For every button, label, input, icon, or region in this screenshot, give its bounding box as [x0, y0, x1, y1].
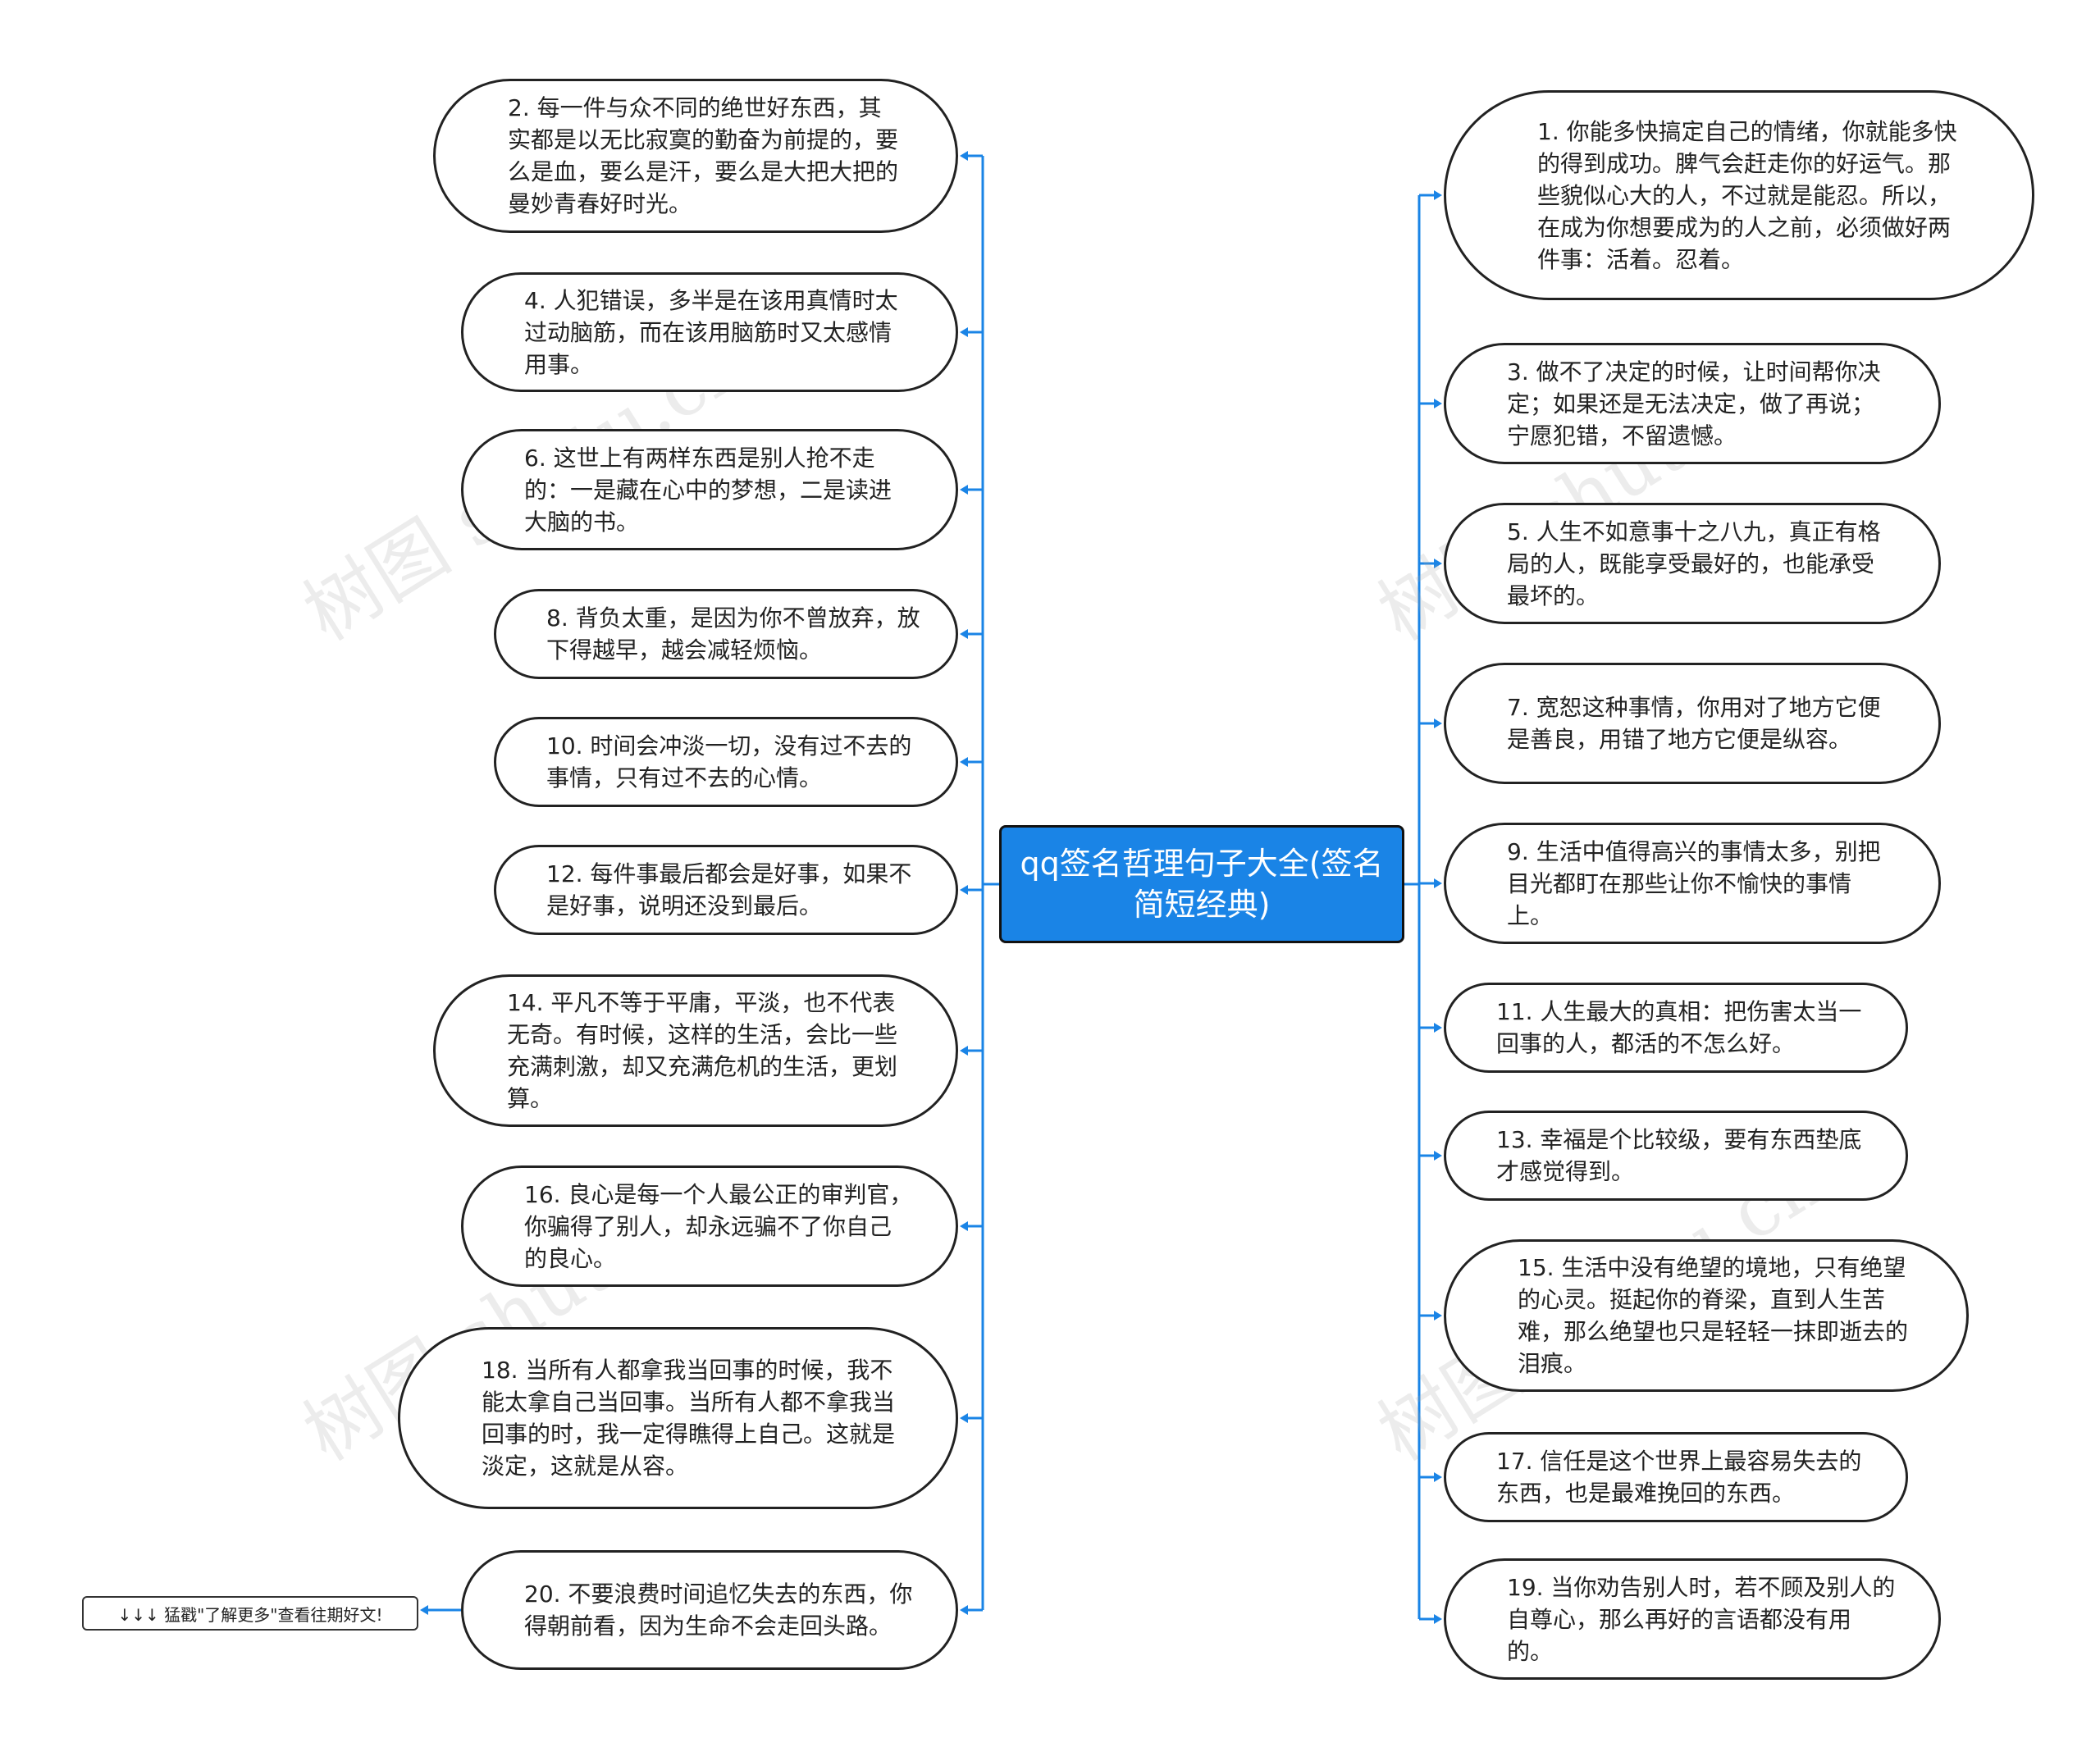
right-branch-arrow	[1434, 1151, 1442, 1161]
topic-node-11[interactable]: 11. 人生最大的真相：把伤害太当一回事的人，都活的不怎么好。	[1444, 983, 1908, 1073]
topic-text: 6. 这世上有两样东西是别人抢不走的：一是藏在心中的梦想，二是读进大脑的书。	[524, 444, 892, 536]
topic-node-3[interactable]: 3. 做不了决定的时候，让时间帮你决定；如果还是无法决定，做了再说；宁愿犯错，不…	[1444, 343, 1941, 464]
right-branch-arrow	[1434, 718, 1442, 728]
left-branch-arrow	[960, 1605, 968, 1615]
topic-text: 12. 每件事最后都会是好事，如果不是好事，说明还没到最后。	[546, 860, 912, 919]
right-branch-arrow	[1434, 1311, 1442, 1321]
topic-node-20[interactable]: 20. 不要浪费时间追忆失去的东西，你得朝前看，因为生命不会走回头路。	[461, 1550, 958, 1670]
topic-node-17[interactable]: 17. 信任是这个世界上最容易失去的东西，也是最难挽回的东西。	[1444, 1432, 1908, 1522]
right-branch-arrow	[1434, 190, 1442, 200]
right-branch-arrow	[1434, 559, 1442, 568]
more-link-box[interactable]: ↓↓↓ 猛戳"了解更多"查看往期好文!	[82, 1596, 418, 1631]
left-branch-arrow	[960, 885, 968, 895]
left-branch-arrow	[960, 1046, 968, 1056]
right-branch-arrow	[1434, 1614, 1442, 1624]
topic-text: 19. 当你劝告别人时，若不顾及别人的自尊心，那么再好的言语都没有用的。	[1507, 1573, 1896, 1665]
topic-text: 10. 时间会冲淡一切，没有过不去的事情，只有过不去的心情。	[546, 732, 912, 791]
topic-node-9[interactable]: 9. 生活中值得高兴的事情太多，别把目光都盯在那些让你不愉快的事情上。	[1444, 823, 1941, 944]
left-branch-arrow	[960, 629, 968, 639]
topic-text: 11. 人生最大的真相：把伤害太当一回事的人，都活的不怎么好。	[1496, 998, 1862, 1057]
topic-node-1[interactable]: 1. 你能多快搞定自己的情绪，你就能多快的得到成功。脾气会赶走你的好运气。那些貌…	[1444, 90, 2034, 300]
root-topic-node[interactable]: qq签名哲理句子大全(签名简短经典)	[999, 825, 1404, 943]
topic-text: 8. 背负太重，是因为你不曾放弃，放下得越早，越会减轻烦恼。	[546, 604, 920, 664]
left-branch-arrow	[960, 485, 968, 495]
left-branch-arrow	[960, 757, 968, 767]
topic-text: 18. 当所有人都拿我当回事的时候，我不能太拿自己当回事。当所有人都不拿我当回事…	[482, 1357, 896, 1480]
topic-node-10[interactable]: 10. 时间会冲淡一切，没有过不去的事情，只有过不去的心情。	[494, 717, 958, 807]
right-branch-arrow	[1434, 878, 1442, 888]
left-branch-arrow	[960, 1221, 968, 1231]
topic-text: 5. 人生不如意事十之八九，真正有格局的人，既能享受最好的，也能承受最坏的。	[1507, 518, 1881, 609]
topic-node-6[interactable]: 6. 这世上有两样东西是别人抢不走的：一是藏在心中的梦想，二是读进大脑的书。	[461, 429, 958, 550]
topic-text: 7. 宽恕这种事情，你用对了地方它便是善良，用错了地方它便是纵容。	[1507, 694, 1881, 753]
topic-node-13[interactable]: 13. 幸福是个比较级，要有东西垫底才感觉得到。	[1444, 1111, 1908, 1201]
right-branch-arrow	[1434, 1023, 1442, 1033]
right-branch-arrow	[1434, 1472, 1442, 1482]
topic-text: 9. 生活中值得高兴的事情太多，别把目光都盯在那些让你不愉快的事情上。	[1507, 837, 1881, 929]
topic-text: 16. 良心是每一个人最公正的审判官，你骗得了别人，却永远骗不了你自己的良心。	[524, 1180, 913, 1272]
topic-text: 14. 平凡不等于平庸，平淡，也不代表无奇。有时候，这样的生活，会比一些充满刺激…	[507, 989, 898, 1112]
topic-node-14[interactable]: 14. 平凡不等于平庸，平淡，也不代表无奇。有时候，这样的生活，会比一些充满刺激…	[433, 974, 958, 1127]
topic-text: 3. 做不了决定的时候，让时间帮你决定；如果还是无法决定，做了再说；宁愿犯错，不…	[1507, 358, 1881, 449]
left-branch-arrow	[960, 1413, 968, 1423]
topic-text: 15. 生活中没有绝望的境地，只有绝望的心灵。挺起你的脊梁，直到人生苦难，那么绝…	[1518, 1254, 1909, 1377]
topic-node-12[interactable]: 12. 每件事最后都会是好事，如果不是好事，说明还没到最后。	[494, 845, 958, 935]
topic-text: 2. 每一件与众不同的绝世好东西，其实都是以无比寂寞的勤奋为前提的，要么是血，要…	[508, 94, 899, 217]
right-branch-arrow	[1434, 399, 1442, 408]
left-branch-arrow	[960, 151, 968, 161]
more-link-text: ↓↓↓ 猛戳"了解更多"查看往期好文!	[117, 1604, 383, 1625]
root-topic-label: qq签名哲理句子大全(签名简短经典)	[1020, 846, 1384, 923]
topic-node-7[interactable]: 7. 宽恕这种事情，你用对了地方它便是善良，用错了地方它便是纵容。	[1444, 663, 1941, 784]
topic-node-5[interactable]: 5. 人生不如意事十之八九，真正有格局的人，既能享受最好的，也能承受最坏的。	[1444, 503, 1941, 624]
topic-text: 1. 你能多快搞定自己的情绪，你就能多快的得到成功。脾气会赶走你的好运气。那些貌…	[1537, 117, 1957, 273]
topic-node-15[interactable]: 15. 生活中没有绝望的境地，只有绝望的心灵。挺起你的脊梁，直到人生苦难，那么绝…	[1444, 1239, 1969, 1392]
topic-text: 20. 不要浪费时间追忆失去的东西，你得朝前看，因为生命不会走回头路。	[524, 1581, 913, 1640]
left-branch-arrow	[960, 327, 968, 337]
more-link-arrow	[420, 1605, 428, 1615]
topic-node-2[interactable]: 2. 每一件与众不同的绝世好东西，其实都是以无比寂寞的勤奋为前提的，要么是血，要…	[433, 79, 958, 233]
topic-node-8[interactable]: 8. 背负太重，是因为你不曾放弃，放下得越早，越会减轻烦恼。	[494, 589, 958, 679]
topic-text: 4. 人犯错误，多半是在该用真情时太过动脑筋，而在该用脑筋时又太感情用事。	[524, 286, 898, 378]
topic-node-4[interactable]: 4. 人犯错误，多半是在该用真情时太过动脑筋，而在该用脑筋时又太感情用事。	[461, 272, 958, 392]
topic-node-18[interactable]: 18. 当所有人都拿我当回事的时候，我不能太拿自己当回事。当所有人都不拿我当回事…	[398, 1327, 958, 1509]
topic-text: 13. 幸福是个比较级，要有东西垫底才感觉得到。	[1496, 1126, 1862, 1185]
topic-node-19[interactable]: 19. 当你劝告别人时，若不顾及别人的自尊心，那么再好的言语都没有用的。	[1444, 1558, 1941, 1680]
topic-text: 17. 信任是这个世界上最容易失去的东西，也是最难挽回的东西。	[1496, 1448, 1862, 1507]
topic-node-16[interactable]: 16. 良心是每一个人最公正的审判官，你骗得了别人，却永远骗不了你自己的良心。	[461, 1165, 958, 1287]
